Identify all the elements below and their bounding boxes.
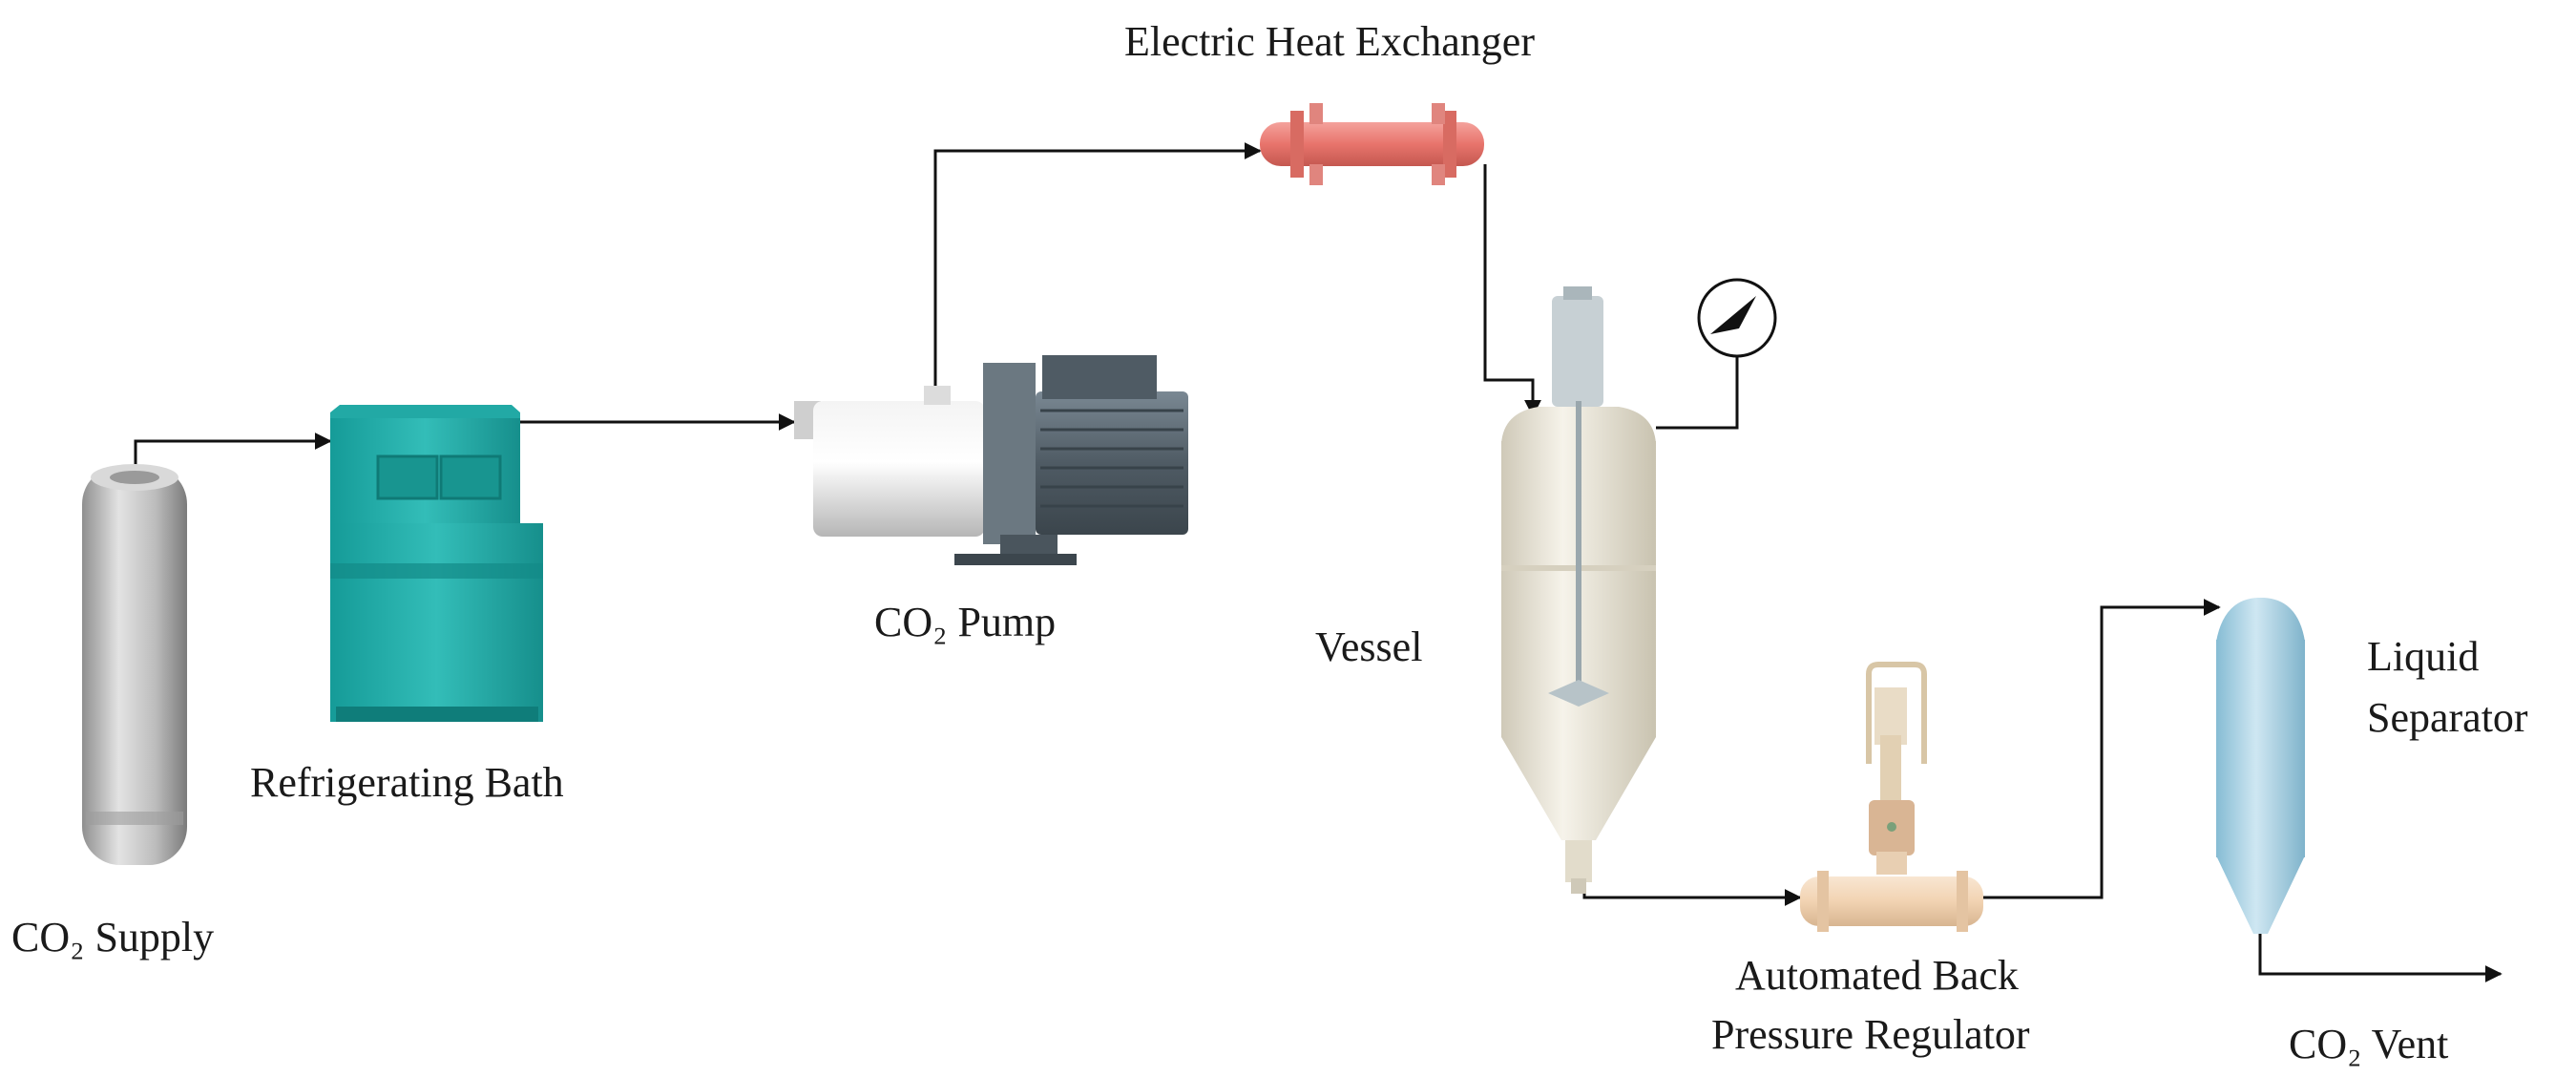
electric-heat-exchanger	[1260, 103, 1484, 185]
co2-cylinder	[82, 464, 187, 865]
line-separator-to-vent	[2258, 931, 2503, 982]
liquid-separator	[2216, 598, 2305, 934]
vessel	[1501, 286, 1656, 894]
heat-exchanger-label: Electric Heat Exchanger	[1124, 18, 1535, 65]
refrigerating-bath	[330, 405, 543, 722]
co2-pump	[794, 355, 1188, 565]
line-vessel-to-gauge	[1656, 348, 1739, 430]
line-regulator-to-separator	[1980, 599, 2221, 899]
separator-label-line1: Liquid	[2367, 633, 2479, 680]
line-exchanger-to-vessel	[1483, 164, 1541, 417]
co2-pump-label: CO₂ Pump	[874, 599, 1056, 645]
back-pressure-regulator	[1800, 662, 1983, 932]
co2-supply-label: CO₂ Supply	[11, 914, 214, 961]
separator-label-line2: Separator	[2367, 694, 2528, 741]
line-vessel-to-regulator	[1582, 888, 1802, 906]
bpr-label-line1: Automated Back	[1735, 952, 2019, 999]
labels: CO₂ Supply Refrigerating Bath CO₂ Pump E…	[11, 18, 2528, 1067]
vessel-label: Vessel	[1315, 623, 1422, 670]
refrigerating-bath-label: Refrigerating Bath	[250, 759, 564, 806]
line-pump-to-exchanger	[933, 142, 1262, 390]
co2-vent-label: CO₂ Vent	[2289, 1021, 2448, 1067]
pressure-gauge-icon	[1697, 278, 1777, 358]
bpr-label-line2: Pressure Regulator	[1711, 1011, 2030, 1058]
